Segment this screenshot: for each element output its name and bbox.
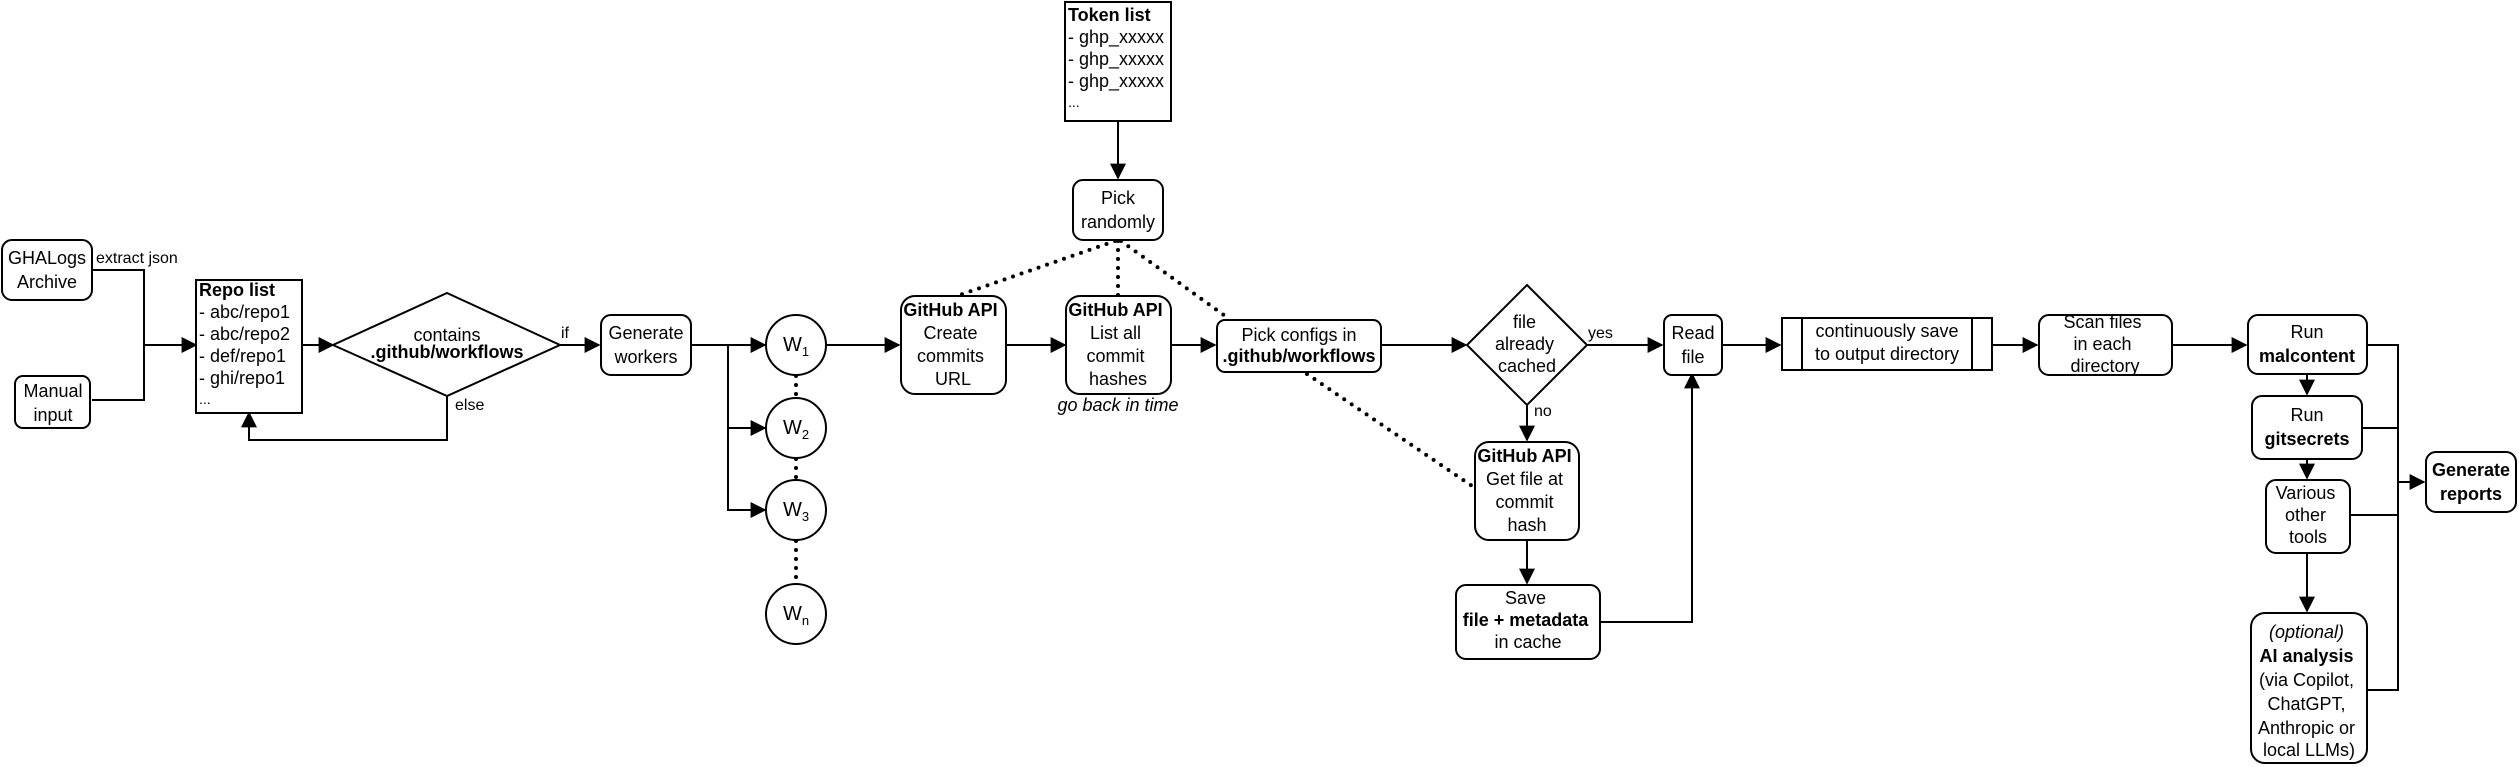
svg-text:contains.github/workflows: contains.github/workflows (371, 325, 524, 362)
svg-text:Save file + metadata: Save file + metadata in cache (1463, 588, 1594, 652)
edge-manual-to-repolist (92, 345, 145, 401)
edge-contains-else-to-repolist (241, 396, 448, 441)
edge-save-to-readfile (1600, 372, 1700, 623)
node-ai-analysis: (optional) AI analysis (via Copilot, Cha… (2250, 612, 2368, 764)
svg-text:GitHub API Get file at: GitHub API Get file at commit hash (1477, 446, 1576, 535)
node-api-get-file: GitHub API Get file at commit hash (1474, 441, 1580, 541)
svg-text:W3: W3 (783, 499, 809, 524)
svg-text:GitHub API Create: GitHub API Create commits URL (903, 300, 1002, 389)
node-worker-2: W2 (765, 397, 827, 459)
node-various-tools: Various other tools (2265, 479, 2351, 554)
node-worker-3: W3 (765, 479, 827, 541)
svg-text:file already c: file already cached (1495, 312, 1559, 376)
svg-text:Token list - ghp_xxxxx: Token list - ghp_xxxxx - ghp_xxxxx - ghp… (1068, 5, 1169, 110)
node-repo-list: Repo list - abc/repo1 - abc/repo2 - def/… (195, 279, 303, 414)
node-api-create-commits-url: GitHub API Create commits URL (900, 295, 1007, 395)
node-save-cache: Save file + metadata in cache (1455, 584, 1601, 660)
label-else: else (455, 397, 484, 414)
node-api-list-commit-hashes: GitHub API List all commit hashes (1065, 295, 1172, 395)
dotted-pick-to-pickconfigs (1119, 239, 1230, 320)
svg-text:Wn: Wn (783, 603, 809, 628)
edges (92, 121, 2426, 691)
node-cached-decision: file already cached (1465, 283, 1589, 407)
edge-ghalogs-to-repolist (92, 269, 198, 353)
label-no: no (1534, 403, 1552, 420)
edge-generate-to-w3 (727, 428, 767, 518)
node-worker-n: Wn (765, 583, 827, 645)
dotted-pick-to-api-commits (955, 239, 1117, 298)
edge-ai-to-reports (2367, 482, 2399, 691)
node-pick-configs: Pick configs in.github/workflows (1216, 319, 1382, 373)
svg-text:Repo list - abc/repo1: Repo list - abc/repo1 - abc/repo2 - def/… (199, 280, 295, 407)
go-back-in-time-note: go back in time (1057, 395, 1178, 415)
svg-text:W1: W1 (783, 334, 809, 359)
svg-text:Scan files in each: Scan files in each directory (2063, 312, 2146, 376)
dotted-pickconfigs-to-getfile (1305, 372, 1477, 490)
svg-text:Pick configs in.github/workflo: Pick configs in.github/workflows (1223, 325, 1376, 366)
label-if: if (561, 325, 570, 342)
node-worker-1: W1 (765, 314, 827, 376)
node-token-list: Token list - ghp_xxxxx - ghp_xxxxx - ghp… (1064, 1, 1172, 122)
svg-text:Various other: Various other tools (2276, 483, 2341, 547)
svg-text:GitHub API List all: GitHub API List all commit hashes (1068, 300, 1167, 389)
svg-text:(optional) AI analysis: (optional) AI analysis (via Copilot, Cha… (2258, 622, 2360, 760)
label-extract-json: extract json (96, 250, 178, 267)
node-scan-files: Scan files in each directory (2038, 312, 2173, 376)
edge-generate-to-w2 (727, 345, 767, 436)
svg-text:W2: W2 (783, 417, 809, 442)
node-contains-decision: contains.github/workflows (330, 291, 563, 398)
edge-malcontent-to-reports (2367, 344, 2426, 490)
edge-labels: extract json if else yes no (96, 250, 1613, 420)
label-yes: yes (1588, 325, 1613, 342)
